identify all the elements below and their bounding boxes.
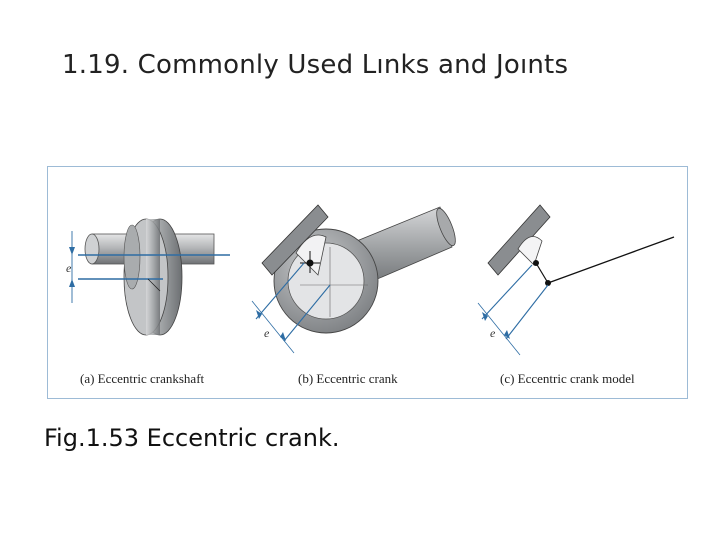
slide-title: 1.19. Commonly Used Lınks and Joınts	[62, 50, 569, 80]
panel-b-label: (b) Eccentric crank	[298, 371, 398, 386]
dimension-label-b: e	[264, 326, 270, 340]
dimension-line-b	[251, 300, 295, 354]
model-connecting-rod	[547, 236, 675, 284]
dimension-label-c: e	[490, 326, 496, 340]
panel-b-eccentric-crank: e (b) Eccentric crank	[251, 204, 456, 386]
dimension-arrow-c1	[482, 312, 488, 321]
eccentric-crank-figure: e (a) Eccentric crankshaft	[47, 166, 688, 399]
dimension-arrow-a-bottom	[69, 279, 75, 287]
figure-caption: Fig.1.53 Eccentric crank.	[44, 424, 340, 452]
panel-c-eccentric-crank-model: e (c) Eccentric crank model	[477, 204, 675, 386]
model-crank-link	[535, 262, 549, 284]
figure-drawing: e (a) Eccentric crankshaft	[66, 204, 675, 386]
dimension-arrow-b1	[256, 310, 262, 319]
radius-line	[147, 278, 161, 292]
eccentric-lobe	[295, 234, 327, 276]
dimension-arrow-a-top	[69, 247, 75, 255]
dimension-arrow-c2	[504, 330, 510, 339]
dimension-line-c	[477, 302, 521, 356]
extension-line-c1	[481, 264, 533, 320]
disk-hub	[123, 224, 141, 290]
model-lobe	[517, 236, 543, 266]
extension-line-c2	[505, 284, 549, 340]
dimension-label-a: e	[66, 261, 72, 275]
extension-line-b2	[283, 284, 331, 342]
crank-arm-end	[436, 207, 456, 247]
dimension-arrow-b2	[280, 332, 286, 341]
model-slider-plate	[487, 204, 551, 276]
panel-c-label: (c) Eccentric crank model	[500, 371, 635, 386]
extension-line-b1	[255, 262, 305, 320]
eccentric-disk-rim	[146, 219, 160, 335]
shaft-end-face	[84, 233, 100, 265]
panel-a-label: (a) Eccentric crankshaft	[80, 371, 205, 386]
slider-plate	[261, 204, 329, 276]
panel-a-eccentric-crankshaft: e (a) Eccentric crankshaft	[66, 218, 230, 386]
